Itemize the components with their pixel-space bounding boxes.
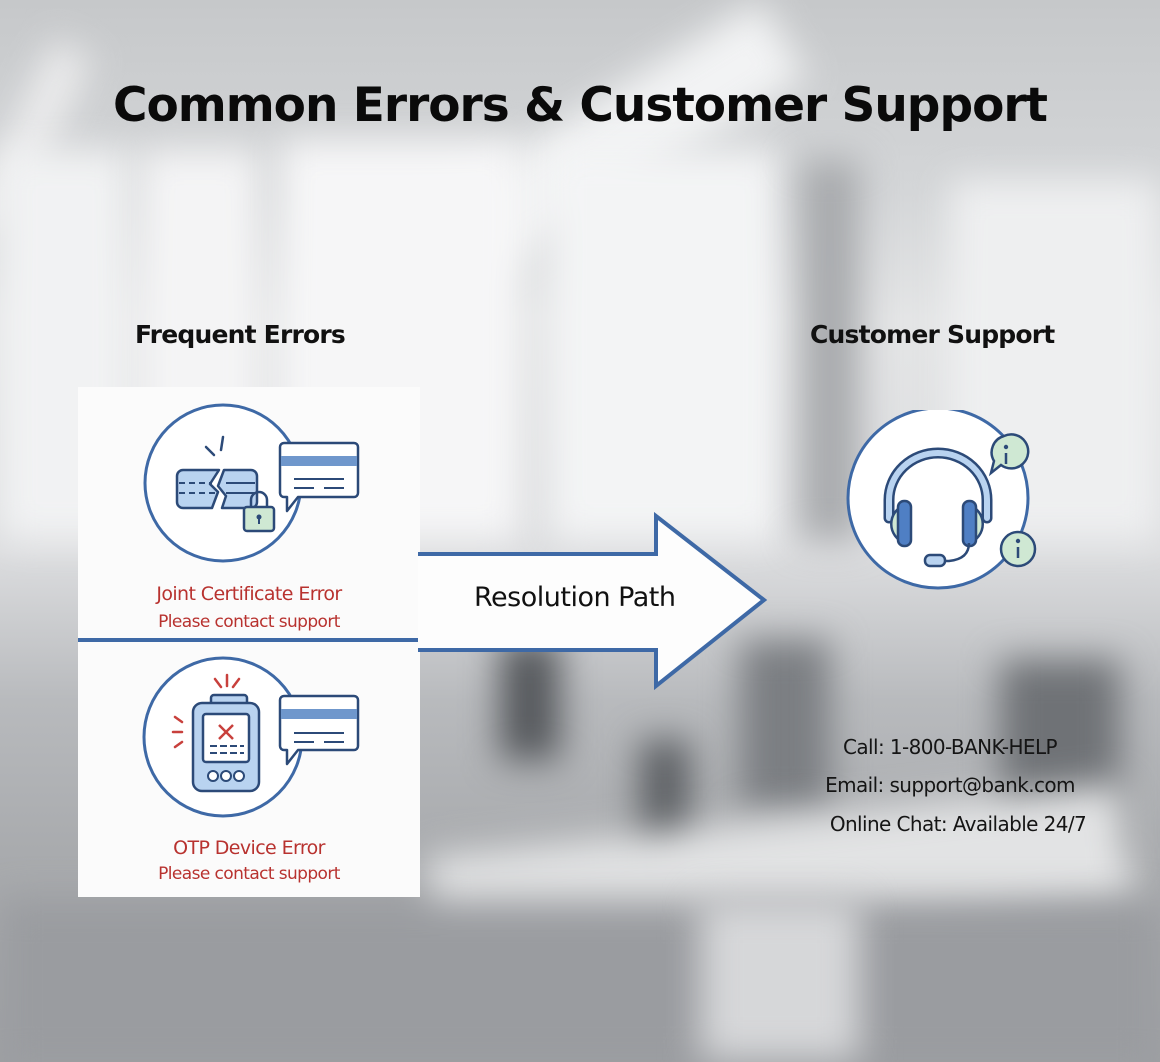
error-card-otp-device: OTP Device Error Please contact support — [78, 642, 420, 897]
frequent-errors-heading: Frequent Errors — [135, 320, 346, 349]
broken-card-lock-icon — [143, 403, 360, 563]
customer-support-heading: Customer Support — [810, 320, 1055, 349]
headset-info-icon — [846, 410, 1037, 590]
contact-email[interactable]: Email: support@bank.com — [825, 773, 1075, 797]
error-title: OTP Device Error — [173, 837, 325, 859]
contact-phone[interactable]: Call: 1-800-BANK-HELP — [843, 735, 1058, 759]
error-title: Joint Certificate Error — [156, 583, 342, 605]
error-card-joint-certificate: Joint Certificate Error Please contact s… — [78, 387, 420, 642]
frequent-errors-panel: Joint Certificate Error Please contact s… — [78, 387, 420, 897]
error-subtitle: Please contact support — [158, 612, 340, 632]
contact-online-chat[interactable]: Online Chat: Available 24/7 — [829, 812, 1087, 836]
resolution-path-label: Resolution Path — [474, 582, 676, 613]
divider — [78, 638, 420, 642]
page-title: Common Errors & Customer Support — [112, 78, 1048, 133]
right-arrow-icon — [418, 512, 768, 691]
error-subtitle: Please contact support — [158, 864, 340, 884]
otp-device-error-icon — [142, 656, 360, 818]
